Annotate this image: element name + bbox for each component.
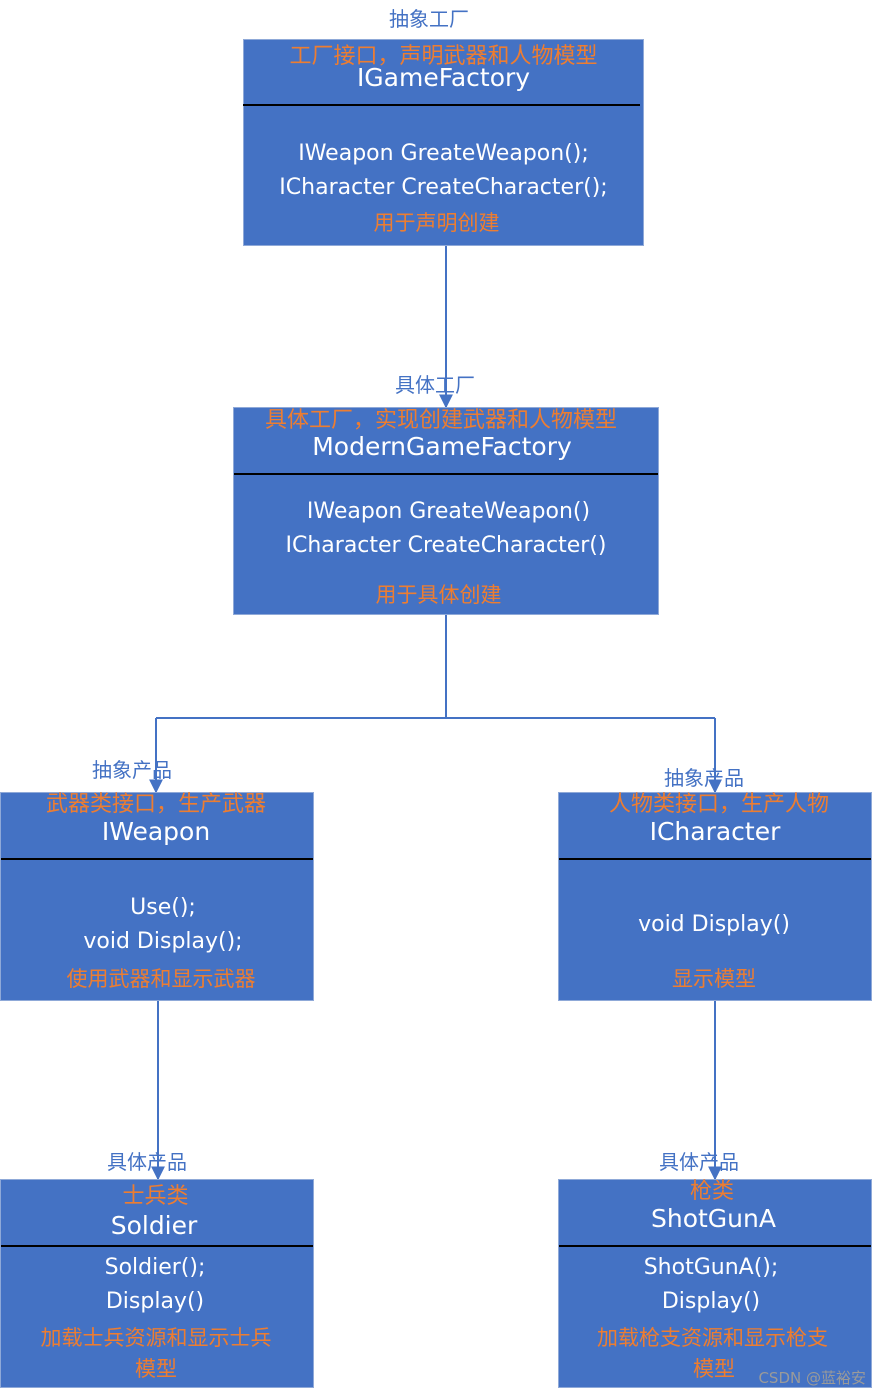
- soldier-divider: [1, 1245, 313, 1247]
- character-interface-role-label: 抽象产品: [664, 766, 744, 790]
- shotgun-method: ShotGunA();: [643, 1255, 779, 1280]
- shotgun-note: 加载枪支资源和显示枪支: [597, 1326, 828, 1350]
- weapon-interface-divider: [1, 858, 313, 860]
- shotgun-class-name: ShotGunA: [651, 1204, 776, 1233]
- weapon-interface-box: 武器类接口，生产武器 IWeapon Use(); void Display()…: [0, 792, 314, 1001]
- abstract-factory-box: 工厂接口，声明武器和人物模型 IGameFactory IWeapon Grea…: [243, 39, 644, 246]
- character-interface-header: 人物类接口，生产人物: [608, 792, 829, 817]
- shotgun-note: 模型: [693, 1357, 735, 1381]
- character-interface-divider: [559, 858, 871, 860]
- factory-divider: [243, 104, 640, 106]
- weapon-interface-note: 使用武器和显示武器: [66, 967, 256, 991]
- csdn-watermark: CSDN @蓝裕安: [758, 1369, 866, 1387]
- concrete-factory-method: ICharacter CreateCharacter(): [285, 533, 607, 558]
- weapon-interface-method: void Display();: [83, 929, 243, 954]
- concrete-factory-note: 用于具体创建: [375, 583, 502, 607]
- concrete-factory-class-name: ModernGameFactory: [312, 432, 572, 461]
- soldier-method: Soldier();: [104, 1255, 206, 1280]
- soldier-note: 加载士兵资源和显示士兵: [40, 1326, 272, 1350]
- shotgun-header: 枪类: [689, 1179, 734, 1204]
- weapon-interface-class-name: IWeapon: [101, 817, 211, 846]
- soldier-method: Display(): [105, 1289, 205, 1314]
- concrete-factory-header: 具体工厂，实现创建武器和人物模型: [264, 408, 617, 433]
- concrete-factory-method: IWeapon GreateWeapon(): [306, 499, 591, 524]
- weapon-interface-header: 武器类接口，生产武器: [45, 792, 266, 817]
- factory-class-name: IGameFactory: [356, 63, 531, 92]
- concrete-factory-divider: [234, 473, 658, 475]
- character-interface-class-name: ICharacter: [649, 817, 781, 846]
- factory-header: 工厂接口，声明武器和人物模型: [289, 44, 598, 69]
- concrete-factory-box: 具体工厂，实现创建武器和人物模型 ModernGameFactory IWeap…: [233, 407, 659, 615]
- concrete-factory-role-label: 具体工厂: [395, 373, 475, 397]
- factory-note: 用于声明创建: [373, 211, 500, 235]
- character-interface-method: void Display(): [638, 912, 790, 937]
- soldier-role-label: 具体产品: [107, 1150, 187, 1174]
- factory-method: ICharacter CreateCharacter();: [279, 175, 608, 200]
- shotgun-box: 枪类 ShotGunA ShotGunA(); Display() 加载枪支资源…: [558, 1179, 872, 1388]
- weapon-interface-method: Use();: [130, 895, 196, 920]
- factory-method: IWeapon GreateWeapon();: [298, 141, 589, 166]
- shotgun-method: Display(): [661, 1289, 761, 1314]
- weapon-interface-role-label: 抽象产品: [92, 758, 172, 782]
- character-interface-box: 人物类接口，生产人物 ICharacter void Display() 显示模…: [558, 792, 872, 1001]
- soldier-header: 士兵类: [122, 1184, 189, 1209]
- shotgun-role-label: 具体产品: [659, 1150, 739, 1174]
- factory-role-label: 抽象工厂: [389, 7, 469, 31]
- soldier-class-name: Soldier: [110, 1211, 198, 1240]
- soldier-box: 士兵类 Soldier Soldier(); Display() 加载士兵资源和…: [0, 1179, 314, 1388]
- shotgun-divider: [559, 1245, 871, 1247]
- character-interface-note: 显示模型: [672, 967, 756, 991]
- soldier-note: 模型: [135, 1357, 177, 1381]
